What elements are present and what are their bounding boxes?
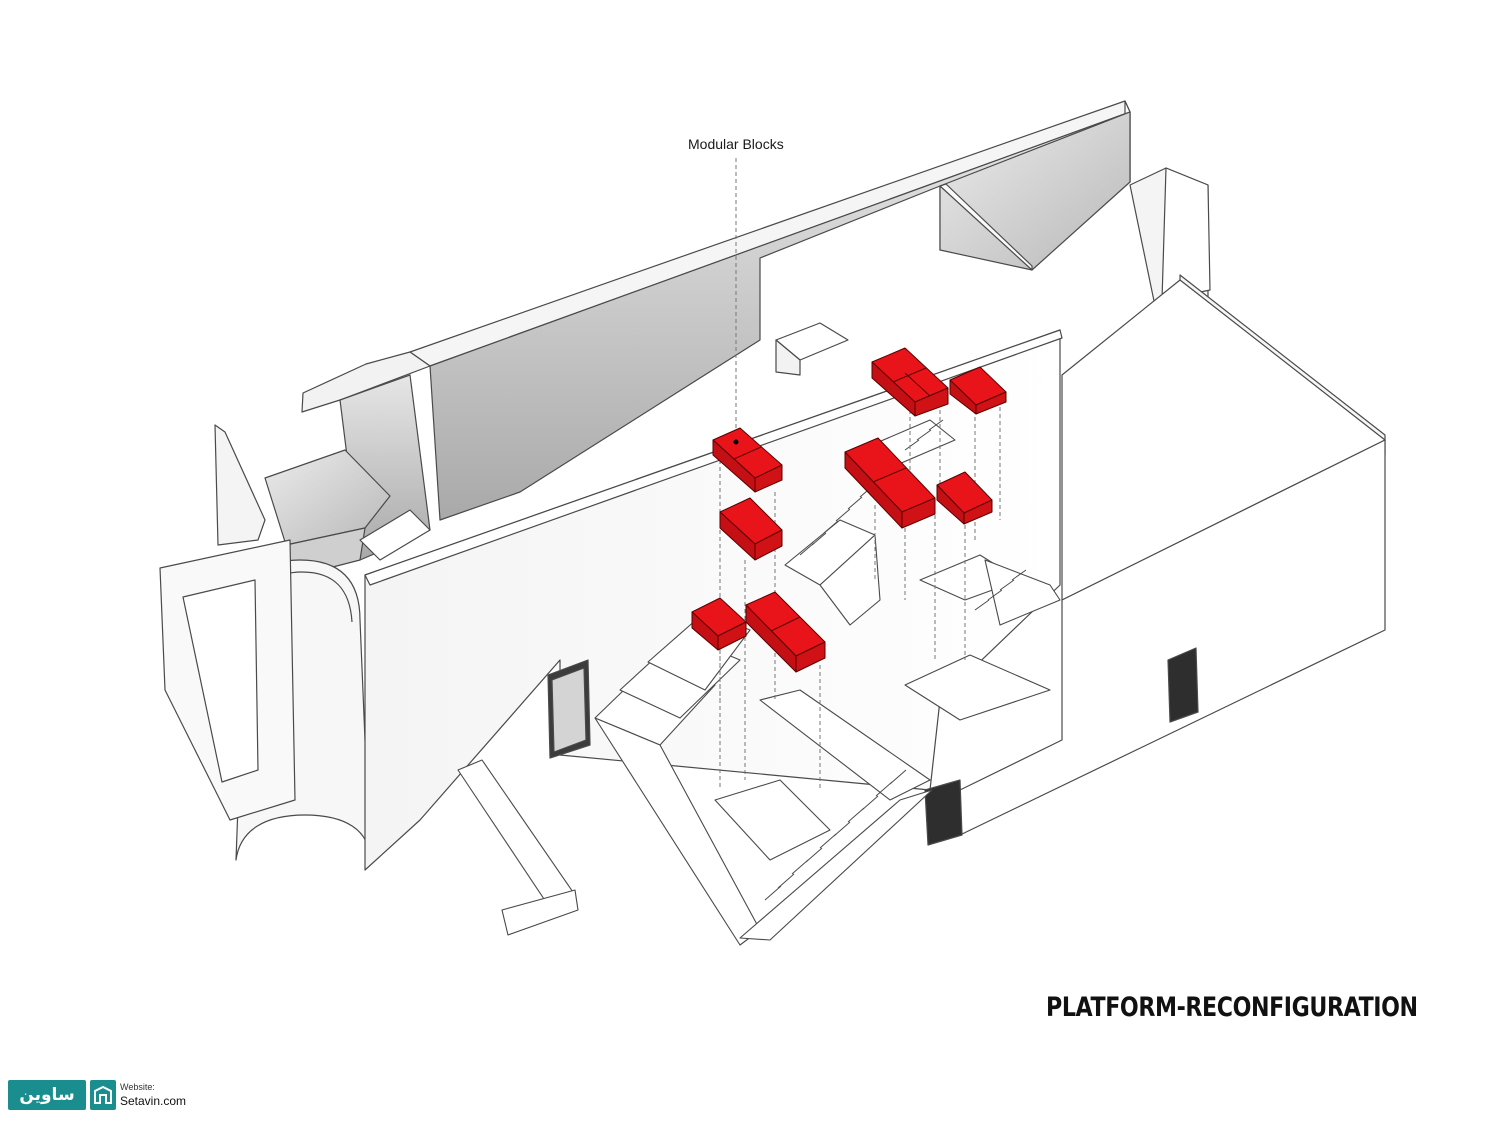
modular-block-g	[844, 437, 936, 529]
modular-blocks	[691, 347, 1007, 673]
watermark-website: Setavin.com	[120, 1094, 187, 1108]
watermark-logo-icon	[90, 1080, 116, 1110]
modular-block-d	[745, 591, 826, 673]
modular-block-c	[691, 597, 747, 651]
watermark-logo-text: ساوین	[8, 1080, 86, 1110]
building-volume	[159, 100, 1386, 871]
stair-treads	[764, 419, 1027, 901]
modular-block-h	[936, 471, 993, 525]
modular-blocks-label: Modular Blocks	[688, 136, 784, 152]
watermark-website-label: Website:	[120, 1082, 155, 1092]
modular-block-e	[871, 347, 949, 417]
annotation-dot	[733, 439, 739, 445]
diagram-title: PLATFORM-RECONFIGURATION	[1046, 992, 1418, 1023]
stairs	[457, 419, 1061, 946]
modular-block-a	[712, 427, 783, 493]
watermark: ساوین Website: Setavin.com	[8, 1078, 198, 1112]
modular-block-f	[949, 366, 1007, 415]
modular-block-b	[719, 497, 783, 561]
